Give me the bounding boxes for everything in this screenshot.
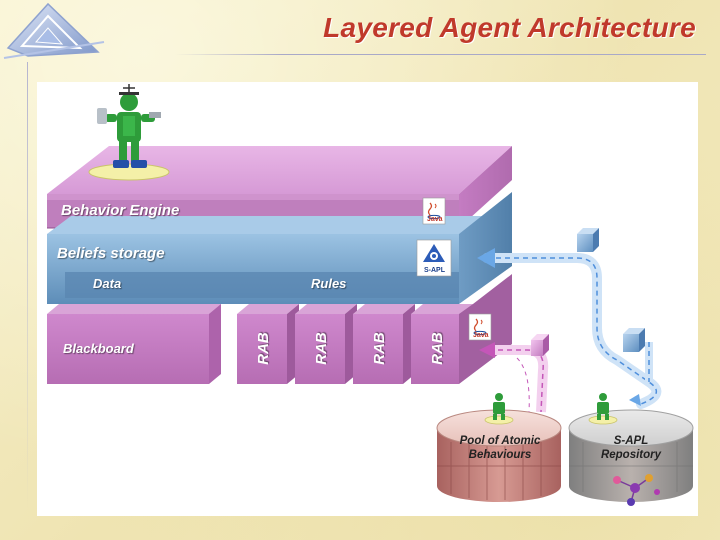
data-cube-icon	[577, 228, 599, 252]
rules-label: Rules	[311, 276, 347, 291]
robot-agent-icon	[484, 393, 514, 425]
pool-db-label: Pool of Atomic Behaviours	[459, 435, 541, 461]
sapl-repo-label: S-APL Repository	[600, 435, 662, 461]
data-cube-icon	[531, 334, 549, 356]
robot-agent-icon	[588, 393, 618, 425]
diagram-panel: Behavior Engine Beliefs storage Data Rul…	[37, 82, 698, 516]
title-divider	[175, 54, 706, 55]
logo-triangle-icon	[3, 2, 105, 59]
s-apl-logo-icon	[416, 239, 452, 277]
behavior-engine-label: Behavior Engine	[61, 202, 180, 219]
java-logo-icon	[422, 197, 446, 225]
sapl-flow-arrow	[477, 248, 662, 409]
rab-label-1: RAB	[254, 332, 272, 365]
blackboard-layer	[47, 274, 512, 384]
beliefs-storage-layer	[47, 192, 512, 304]
pool-of-atomic-behaviours-db	[436, 409, 562, 502]
robot-agent-icon	[88, 84, 170, 181]
java-badge-text-2: Java	[473, 332, 489, 339]
rab-label-3: RAB	[370, 332, 388, 365]
s-apl-repository-db	[568, 409, 694, 506]
data-label: Data	[93, 276, 122, 291]
java-logo-icon	[468, 313, 492, 341]
architecture-diagram	[47, 84, 694, 506]
rab-label-4: RAB	[428, 332, 446, 365]
rab-label-2: RAB	[312, 332, 330, 365]
s-apl-badge-text: S-APL	[424, 267, 445, 274]
left-divider	[27, 62, 28, 512]
slide-title: Layered Agent Architecture	[323, 12, 696, 43]
java-badge-text-1: Java	[427, 216, 443, 223]
data-cube-icon	[623, 328, 645, 352]
beliefs-storage-label: Beliefs storage	[57, 245, 165, 262]
blackboard-label: Blackboard	[63, 341, 134, 356]
